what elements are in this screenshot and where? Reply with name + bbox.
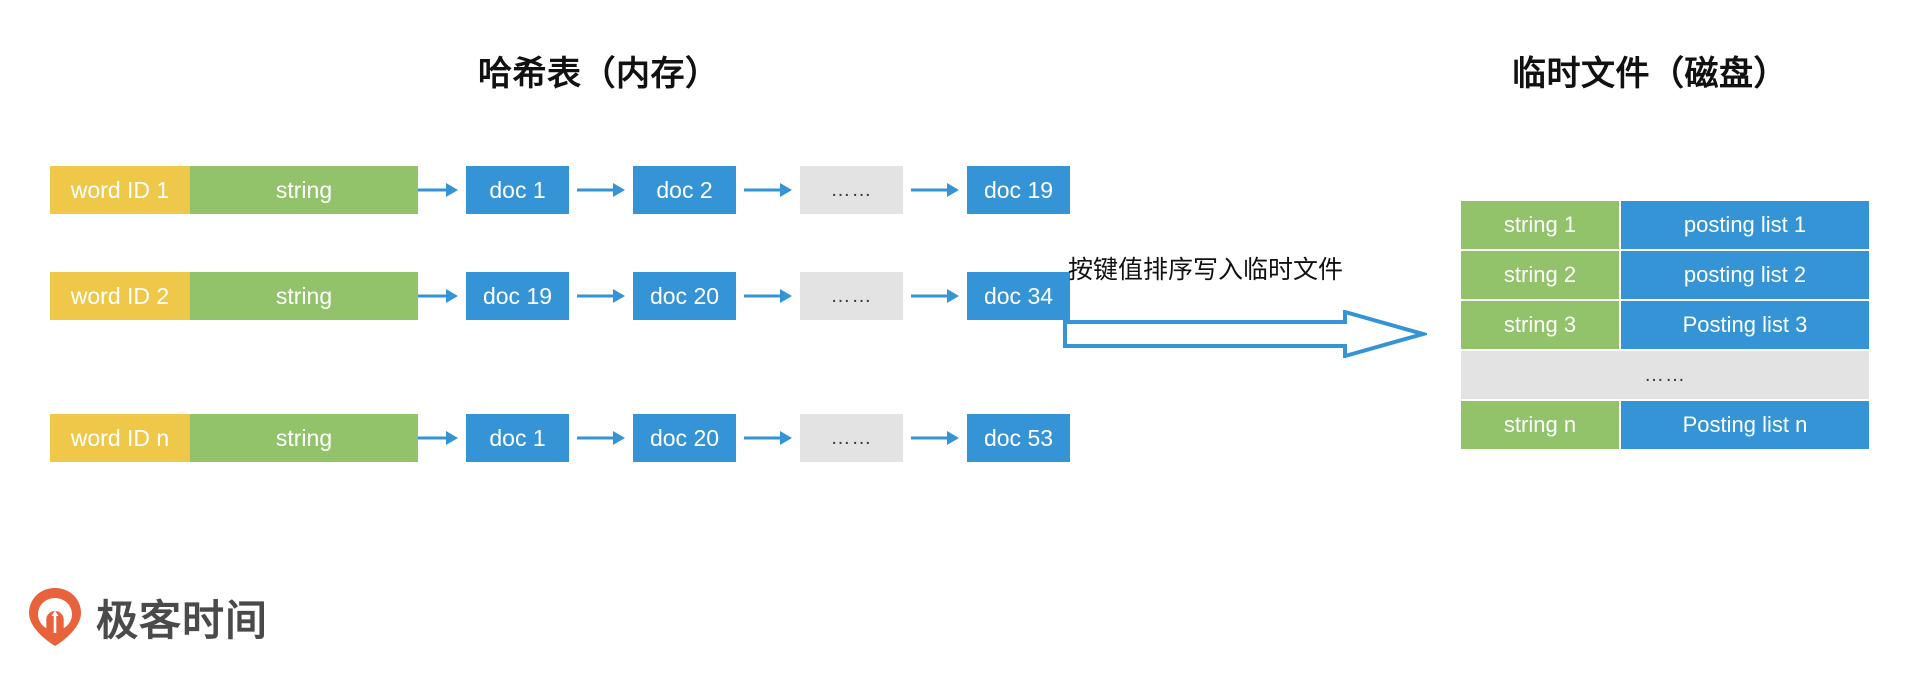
doc-node: doc 20 [633,272,736,320]
chain-arrow-icon [569,272,633,320]
geekbang-pin-icon [29,588,81,646]
doc-node-ellipsis: …… [800,414,903,462]
chain-arrow-icon [418,414,466,462]
chain-arrow-icon [903,272,967,320]
table-row-ellipsis: …… [1461,351,1869,399]
word-id-cell: word ID n [50,414,190,462]
temp-key-cell: string 2 [1461,251,1619,299]
doc-node: doc 19 [967,166,1070,214]
temp-value-cell: Posting list 3 [1621,301,1869,349]
hash-entry-key: word ID n string [50,414,418,462]
doc-node: doc 19 [466,272,569,320]
table-row: string 1 posting list 1 [1461,201,1869,249]
doc-node: doc 20 [633,414,736,462]
temp-key-cell: string 1 [1461,201,1619,249]
chain-arrow-icon [736,272,800,320]
hash-entry-key: word ID 1 string [50,166,418,214]
doc-node: doc 1 [466,166,569,214]
chain-arrow-icon [418,272,466,320]
doc-node: doc 34 [967,272,1070,320]
posting-chain: doc 1 doc 20 …… doc 53 [418,414,1070,462]
brand-logo-text: 极客时间 [96,596,269,644]
doc-node: doc 1 [466,414,569,462]
table-row: string 3 Posting list 3 [1461,301,1869,349]
transform-label: 按键值排序写入临时文件 [1068,256,1344,284]
chain-arrow-icon [736,166,800,214]
temp-key-cell: string 3 [1461,301,1619,349]
temp-key-cell: string n [1461,401,1619,449]
block-right-arrow-icon [1063,310,1427,358]
chain-arrow-icon [418,166,466,214]
temp-file-title: 临时文件（磁盘） [1512,55,1788,93]
temp-value-cell: Posting list n [1621,401,1869,449]
chain-arrow-icon [569,166,633,214]
temp-value-cell: posting list 1 [1621,201,1869,249]
chain-arrow-icon [736,414,800,462]
table-row: string 2 posting list 2 [1461,251,1869,299]
hash-entry-key: word ID 2 string [50,272,418,320]
posting-chain: doc 19 doc 20 …… doc 34 [418,272,1070,320]
chain-arrow-icon [569,414,633,462]
string-cell: string [190,272,418,320]
table-row: string n Posting list n [1461,401,1869,449]
doc-node: doc 2 [633,166,736,214]
temp-ellipsis-cell: …… [1461,351,1869,399]
posting-chain: doc 1 doc 2 …… doc 19 [418,166,1070,214]
chain-arrow-icon [903,166,967,214]
doc-node-ellipsis: …… [800,166,903,214]
doc-node-ellipsis: …… [800,272,903,320]
string-cell: string [190,414,418,462]
doc-node: doc 53 [967,414,1070,462]
word-id-cell: word ID 2 [50,272,190,320]
chain-arrow-icon [903,414,967,462]
temp-file-table: string 1 posting list 1 string 2 posting… [1461,201,1869,449]
string-cell: string [190,166,418,214]
word-id-cell: word ID 1 [50,166,190,214]
hash-table-title: 哈希表（内存） [478,55,720,93]
temp-value-cell: posting list 2 [1621,251,1869,299]
brand-logo: 极客时间 [26,586,268,648]
